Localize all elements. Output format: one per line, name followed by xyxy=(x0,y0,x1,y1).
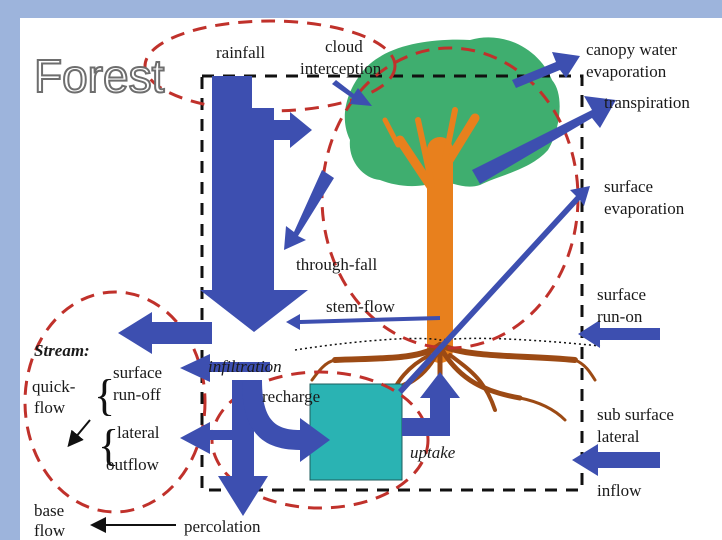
label-surface-runoff-1: surface xyxy=(113,363,162,382)
label-canopy-evaporation: evaporation xyxy=(586,62,667,81)
label-surface-runon-2: run-on xyxy=(597,307,643,326)
label-stem-flow: stem-flow xyxy=(326,297,396,316)
label-cloud: cloud xyxy=(325,37,363,56)
label-infiltration: infiltration xyxy=(208,357,282,376)
soil-storage-box xyxy=(310,384,402,480)
label-surface-evap-2: evaporation xyxy=(604,199,685,218)
label-surface-runoff-2: run-off xyxy=(113,385,161,404)
label-sub-surface: sub surface xyxy=(597,405,674,424)
label-lateral: lateral xyxy=(117,423,160,442)
label-recharge: recharge xyxy=(262,387,320,406)
label-percolation: percolation xyxy=(184,517,261,536)
label-surface-evap-1: surface xyxy=(604,177,653,196)
label-quickflow-1: quick- xyxy=(32,377,76,396)
title: Forest xyxy=(34,50,165,102)
brace-surface: { xyxy=(94,371,115,420)
label-inflow: inflow xyxy=(597,481,642,500)
label-sub-lateral: lateral xyxy=(597,427,640,446)
label-rainfall: rainfall xyxy=(216,43,265,62)
label-base-flow: flow xyxy=(34,521,66,540)
label-stream: Stream: xyxy=(34,341,90,360)
label-interception: interception xyxy=(300,59,382,78)
label-base: base xyxy=(34,501,64,520)
label-quickflow-2: flow xyxy=(34,398,66,417)
label-through-fall: through-fall xyxy=(296,255,377,274)
label-canopy-water: canopy water xyxy=(586,40,677,59)
label-transpiration: transpiration xyxy=(604,93,690,112)
label-surface-runon-1: surface xyxy=(597,285,646,304)
label-outflow: outflow xyxy=(106,455,160,474)
label-uptake: uptake xyxy=(410,443,456,462)
